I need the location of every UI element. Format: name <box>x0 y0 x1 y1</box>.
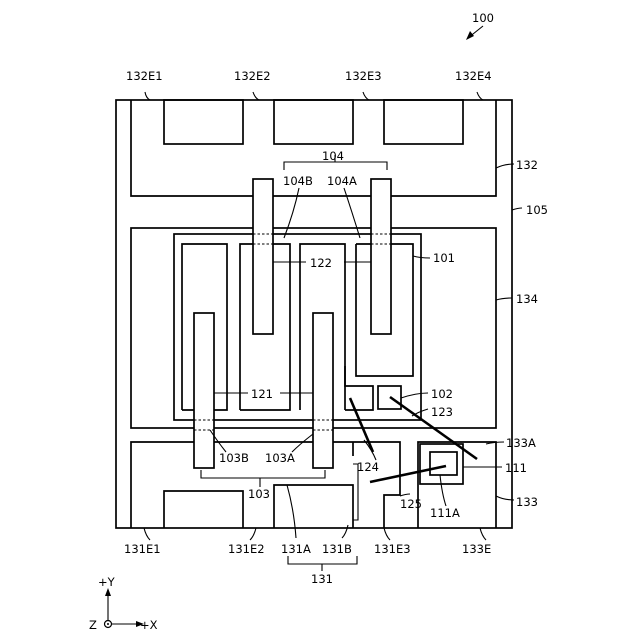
label-133: 133 <box>516 495 538 509</box>
leader-lines <box>144 26 522 571</box>
label-104A: 104A <box>327 174 357 188</box>
label-122: 122 <box>310 256 332 270</box>
axis-x-label: +X <box>140 618 158 632</box>
label-105: 105 <box>526 203 548 217</box>
label-134: 134 <box>516 292 538 306</box>
axis-z-label: Z <box>89 618 97 632</box>
axis-y-label: +Y <box>98 575 116 589</box>
axis-indicator <box>105 588 145 628</box>
label-123: 123 <box>431 405 453 419</box>
pad-102 <box>378 386 401 409</box>
wire-125 <box>370 466 446 482</box>
label-103: 103 <box>248 487 270 501</box>
label-131B: 131B <box>322 542 352 556</box>
label-103B: 103B <box>219 451 249 465</box>
label-132: 132 <box>516 158 538 172</box>
electrode-132 <box>131 100 496 196</box>
label-131E2: 131E2 <box>228 542 265 556</box>
label-111: 111 <box>505 461 527 475</box>
label-121: 121 <box>251 387 273 401</box>
figure-ref: 100 <box>472 11 494 25</box>
label-132E4: 132E4 <box>455 69 492 83</box>
label-103A: 103A <box>265 451 295 465</box>
label-133A: 133A <box>506 436 536 450</box>
label-104B: 104B <box>283 174 313 188</box>
label-131A: 131A <box>281 542 311 556</box>
label-104: 104 <box>322 149 344 163</box>
label-132E1: 132E1 <box>126 69 163 83</box>
label-102: 102 <box>431 387 453 401</box>
label-124: 124 <box>357 460 379 474</box>
label-125: 125 <box>400 497 422 511</box>
label-133E: 133E <box>462 542 491 556</box>
label-101: 101 <box>433 251 455 265</box>
label-131E1: 131E1 <box>124 542 161 556</box>
label-131: 131 <box>311 572 333 586</box>
label-131E3: 131E3 <box>374 542 411 556</box>
label-132E3: 132E3 <box>345 69 382 83</box>
label-111A: 111A <box>430 506 460 520</box>
label-132E2: 132E2 <box>234 69 271 83</box>
